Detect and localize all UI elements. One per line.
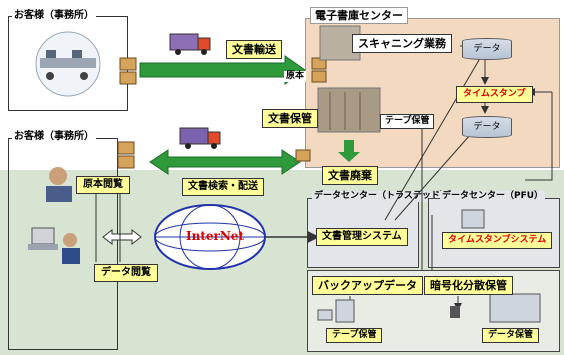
box-7 <box>295 149 311 162</box>
timestamp-label: タイムスタンプ <box>456 86 533 103</box>
internet-label: InterNet <box>186 229 244 243</box>
disposal-arrow <box>338 140 360 162</box>
doc-disposal-label: 文書廃棄 <box>322 166 378 185</box>
box-3 <box>311 57 327 70</box>
doc-transport-label: 文書輸送 <box>226 40 282 59</box>
data-cylinder-2: データ <box>462 116 512 138</box>
server-pfu <box>450 209 541 323</box>
box-1 <box>119 57 137 71</box>
tape-storage-top-label: テープ保管 <box>380 114 435 129</box>
office-illustration-top <box>35 31 101 97</box>
doc-mgmt-system-label: 文書管理システム <box>316 228 408 246</box>
truck-bottom <box>179 127 221 149</box>
timestamp-system-label: タイムスタンプシステム <box>442 232 553 249</box>
original-view-label: 原本閲覧 <box>76 176 130 194</box>
search-delivery-arrow <box>149 149 301 175</box>
encrypted-storage-label: 暗号化分散保管 <box>424 276 513 295</box>
doc-search-delivery-label: 文書検索・配送 <box>182 178 264 196</box>
warehouse-photo <box>317 87 381 133</box>
box-4 <box>311 70 327 83</box>
data-cylinder-1: データ <box>462 38 512 60</box>
customer-bottom-title: お客様（事務所） <box>12 131 96 143</box>
server-trusted <box>317 299 355 323</box>
dc-trusted-title: データセンター（トラステッド） <box>312 191 451 202</box>
box-6 <box>117 155 135 169</box>
box-2 <box>119 71 137 85</box>
internet-globe <box>154 204 266 270</box>
box-5 <box>117 141 135 155</box>
doc-storage-label: 文書保管 <box>262 109 318 128</box>
truck-top <box>169 33 211 55</box>
customer-top-title: お客様（事務所） <box>12 10 96 22</box>
transport-arrow <box>139 55 306 85</box>
original-label: 原本 <box>284 71 307 82</box>
data-view-label: データ閲覧 <box>94 264 158 282</box>
backup-data-label: バックアップデータ <box>312 276 423 295</box>
person-phone-illustration <box>46 167 72 202</box>
scanning-label: スキャニング業務 <box>352 34 452 53</box>
ebook-center-title: 電子書庫センター <box>310 7 408 24</box>
data-storage-label: データ保管 <box>482 328 540 343</box>
tape-storage-bottom-label: テープ保管 <box>326 328 383 343</box>
person-computer-illustration <box>28 227 80 264</box>
dc-pfu-title: データセンター（PFU） <box>440 191 546 202</box>
